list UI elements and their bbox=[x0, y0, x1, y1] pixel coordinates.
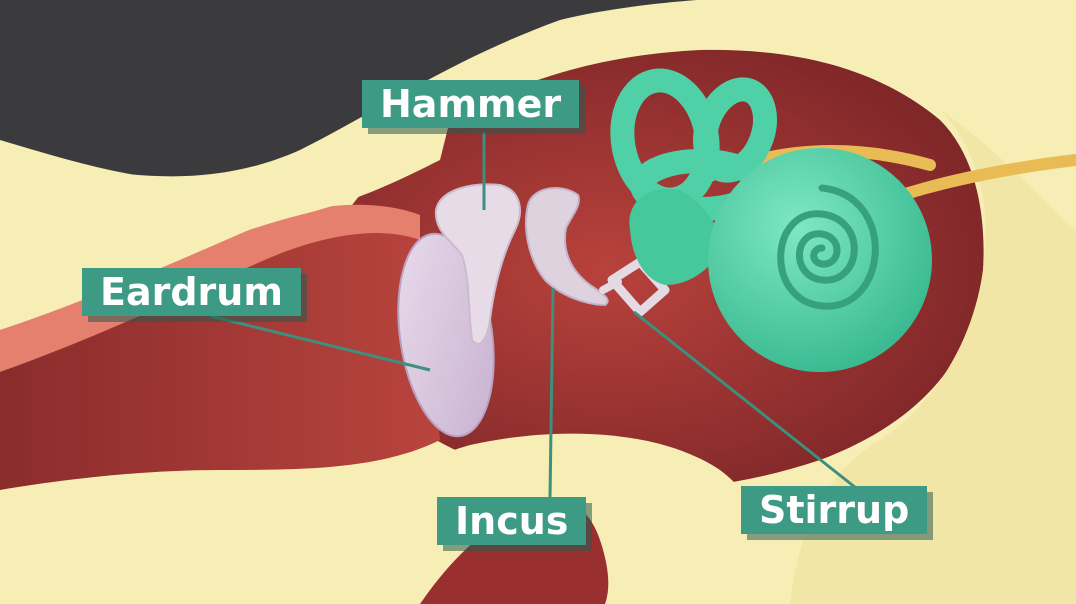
ear-canal-skin bbox=[0, 204, 420, 372]
stirrup-bone bbox=[599, 257, 670, 317]
hammer-label: Hammer bbox=[362, 80, 580, 128]
stirrup-label: Stirrup bbox=[741, 486, 928, 534]
stirrup-leader-line bbox=[633, 310, 857, 490]
incus-leader-line bbox=[548, 287, 555, 499]
cochlea-spiral bbox=[777, 184, 879, 310]
incus-label: Incus bbox=[437, 497, 587, 545]
hammer-bone bbox=[434, 183, 521, 345]
leader-lines bbox=[209, 132, 857, 499]
eardrum-label: Eardrum bbox=[82, 268, 301, 316]
incus-bone bbox=[525, 187, 609, 307]
temporal-bone-right bbox=[790, 110, 1076, 604]
ear-canal bbox=[0, 229, 440, 491]
eardrum-leader-line bbox=[209, 314, 431, 372]
vestibule bbox=[629, 189, 725, 285]
